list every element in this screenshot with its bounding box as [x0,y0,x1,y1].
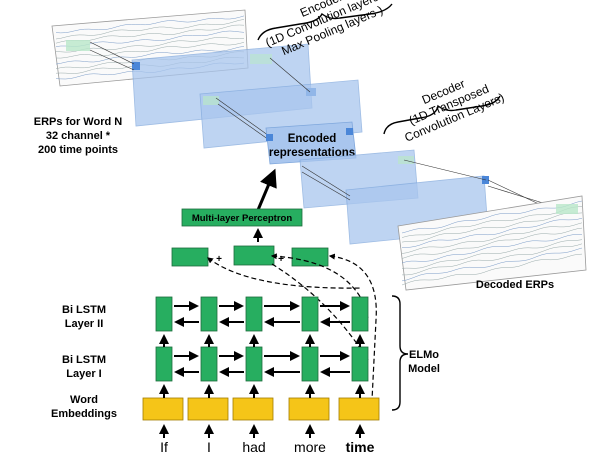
erp-label-line1: ERPs for Word N [34,116,122,128]
elmo-brace [391,295,409,411]
bilstm2-label-line1: Bi LSTM [62,304,106,316]
decoder-brace [383,95,501,135]
erp-trace [401,217,583,248]
encoder-brace [257,3,393,41]
bilstm2-cell [301,296,319,332]
bilstm1-cell [245,346,263,382]
bilstm1-cell [351,346,369,382]
bilstm2-cell [200,296,218,332]
erp-input-label: ERPs for Word N 32 channel * 200 time po… [34,116,122,156]
erp-trace [402,243,583,276]
erp-trace [55,19,245,40]
decoded-erps-label: Decoded ERPs [476,279,554,291]
bilstm2-label-line2: Layer II [65,318,104,330]
elmo-vector-1 [171,247,209,267]
erp-trace [401,212,583,243]
erp-trace [401,206,583,238]
word-emb-label-line2: Embeddings [51,408,117,420]
bilstm1-cell [200,346,218,382]
erp-trace [401,247,583,282]
decoded-erp-waveforms [401,200,583,286]
elmo-vector-3 [291,247,329,267]
encoded-label-line2: representations [269,147,355,159]
bilstm2-cell [245,296,263,332]
bilstm1-label-line1: Bi LSTM [62,354,106,366]
erp-input-highlight [66,40,90,51]
bilstm1-label-line2: Layer I [66,368,101,380]
bilstm2-cell [155,296,173,332]
erp-trace [401,239,583,269]
erp-trace [401,234,583,264]
word-embedding-box [142,397,184,421]
word-emb-label-line1: Word [70,394,98,406]
encoded-label-line1: Encoded [288,133,337,145]
encoder-panel-1-marker [132,62,140,70]
bilstm1-cell [301,346,319,382]
elmo-vector-2 [233,245,275,266]
mlp-box: Multi-layer Perceptron [181,208,303,227]
encoder-connector-lines [89,41,311,143]
input-word: had [242,439,265,455]
bilstm1-cell [155,346,173,382]
erp-label-line3: 200 time points [38,144,118,156]
input-word: If [160,439,168,455]
word-embedding-box [187,397,229,421]
erp-trace [55,42,245,59]
mlp-label: Multi-layer Perceptron [192,213,292,224]
input-word: more [294,439,326,455]
elmo-combined-vectors: + + [171,245,329,267]
plus-sign-1: + [216,254,222,265]
erp-trace [401,227,583,259]
elmo-dashed-connectors [207,253,377,401]
input-word: time [346,439,375,455]
word-embedding-box [232,397,274,421]
mlp-to-encoded-arrow [256,168,277,211]
encoded-representation-block: Encoded representations [265,121,357,165]
decoder-label-group: Decoder (1D Transposed Convolution Layer… [402,76,506,144]
decoded-erp-sheet [397,195,587,291]
erp-trace [401,253,583,286]
erp-label-line2: 32 channel * [46,130,111,142]
erp-trace [401,222,583,254]
word-embedding-box [288,397,330,421]
elmo-label-line1: ELMo [409,349,439,361]
row-labels: Bi LSTM Layer II Bi LSTM Layer I Word Em… [51,304,117,420]
bilstm2-cell [351,296,369,332]
input-word: I [207,439,211,455]
elmo-label-line2: Model [408,363,440,375]
erp-trace [401,200,583,234]
word-embedding-box [338,397,380,421]
plus-sign-2: + [278,254,284,265]
erp-trace [55,15,245,34]
erp-trace [55,46,245,65]
